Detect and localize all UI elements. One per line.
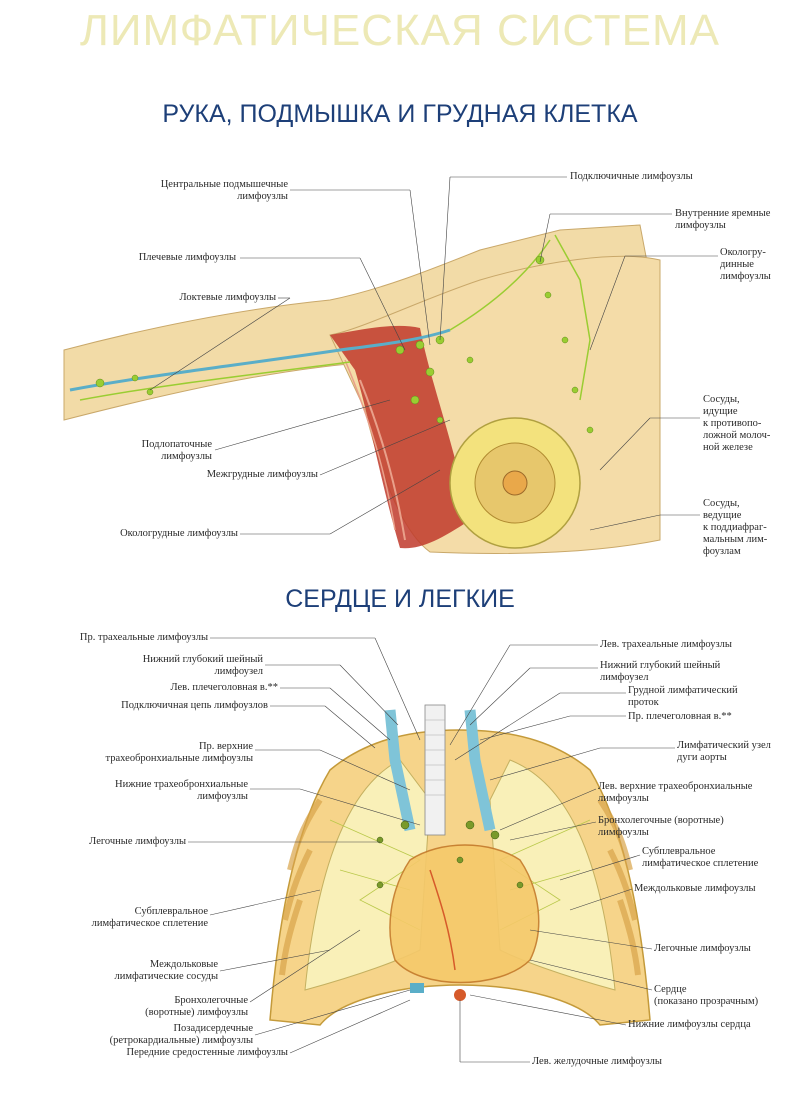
label-subclavian-nodes: Подключичные лимфоузлы xyxy=(570,171,693,182)
label-r-tracheal-nodes: Пр. трахеальные лимфоузлы xyxy=(79,632,208,643)
pectoral-muscle xyxy=(330,325,470,549)
label-lower-tracheobronchial: Нижние трахеобронхиальные лимфоузлы xyxy=(115,779,248,802)
label-r-brachiocephalic-vein: Пр. плечеголовная в.** xyxy=(628,711,732,722)
label-subclavian-chain: Подключичная цепь лимфоузлов xyxy=(121,700,268,711)
label-thoracic-duct: Грудной лимфатический проток xyxy=(628,685,738,708)
label-interlobar-nodes: Междольковые лимфоузлы xyxy=(634,883,756,894)
label-interpectoral-nodes: Межгрудные лимфоузлы xyxy=(206,469,318,480)
label-bronchopulmonary-right: Бронхолегочные (воротные) лимфоузлы xyxy=(598,815,724,838)
nipple xyxy=(502,470,528,496)
trachea xyxy=(424,704,446,836)
label-lower-deep-cervical-node-right: Нижний глубокий шейный лимфоузел xyxy=(600,660,721,683)
label-l-brachiocephalic-vein: Лев. плечеголовная в.** xyxy=(170,682,278,693)
label-brachial-nodes: Плечевые лимфоузлы xyxy=(138,252,236,263)
label-anterior-mediastinal-nodes: Передние средостенные лимфоузлы xyxy=(126,1047,288,1058)
label-subscapular-nodes: Подлопаточные лимфоузлы xyxy=(141,439,212,462)
right-brachiocephalic-vein xyxy=(464,709,496,832)
label-pulmonary-nodes-left: Легочные лимфоузлы xyxy=(89,836,186,847)
diaphragm-node xyxy=(410,983,424,993)
label-l-upper-tracheobronchial: Лев. верхние трахеобронхиальные лимфоузл… xyxy=(598,781,753,804)
label-subpleural-plexus-right: Субплевральное лимфатическое сплетение xyxy=(642,846,759,869)
left-brachiocephalic-vein xyxy=(384,709,416,832)
section-title-heart-lungs: СЕРДЦЕ И ЛЕГКИЕ xyxy=(285,585,515,613)
label-heart-transparent: Сердце (показано прозрачным) xyxy=(654,984,759,1007)
label-retrocardiac-nodes: Позадисердечные (ретрокардиальные) лимфо… xyxy=(109,1023,253,1046)
heart xyxy=(389,844,540,984)
label-interlobar-vessels: Междольковые лимфатические сосуды xyxy=(114,959,218,982)
label-parasternal-nodes: Окологру- динные лимфоузлы xyxy=(720,247,771,282)
label-cubital-nodes: Локтевые лимфоузлы xyxy=(179,292,276,303)
label-vessels-subdiaphragmatic: Сосуды, ведущие к поддиафраг- мальным ли… xyxy=(703,498,768,557)
label-l-tracheal-nodes: Лев. трахеальные лимфоузлы xyxy=(600,639,732,650)
label-bronchopulmonary-left: Бронхолегочные (воротные) лимфоузлы xyxy=(145,995,248,1018)
label-pectoral-nodes: Окологрудные лимфоузлы xyxy=(120,528,238,539)
label-internal-jugular-nodes: Внутренние яремные лимфоузлы xyxy=(675,208,771,231)
label-aortic-arch-node: Лимфатический узел дуги аорты xyxy=(677,740,771,763)
label-pulmonary-nodes-right: Легочные лимфоузлы xyxy=(654,943,751,954)
label-lower-heart-nodes: Нижние лимфоузлы сердца xyxy=(628,1019,751,1030)
label-r-upper-tracheobronchial: Пр. верхние трахеобронхиальные лимфоузлы xyxy=(105,741,253,764)
label-central-axillary-nodes: Центральные подмышечные лимфоузлы xyxy=(160,179,288,202)
page-title: ЛИМФАТИЧЕСКАЯ СИСТЕМА xyxy=(80,6,720,55)
label-subpleural-plexus-left: Субплевральное лимфатическое сплетение xyxy=(91,906,208,929)
label-l-gastric-nodes: Лев. желудочные лимфоузлы xyxy=(532,1056,662,1067)
section-title-arm: РУКА, ПОДМЫШКА И ГРУДНАЯ КЛЕТКА xyxy=(162,100,638,128)
label-lower-deep-cervical-node-left: Нижний глубокий шейный лимфоузел xyxy=(142,654,263,677)
label-vessels-opposite-breast: Сосуды, идущие к противопо- ложной молоч… xyxy=(703,394,771,453)
